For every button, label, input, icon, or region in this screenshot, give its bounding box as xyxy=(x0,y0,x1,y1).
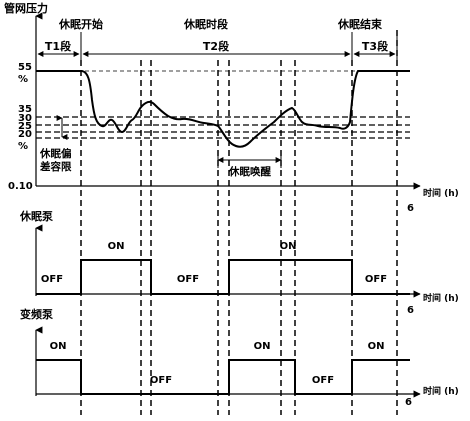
pressure-curve xyxy=(36,70,410,148)
y-tick-20-pct: % xyxy=(18,141,28,152)
vfd-pump-state-5: ON xyxy=(368,341,385,352)
pressure-time-label: 时间 (h) xyxy=(423,187,459,199)
sleep-pump-state-5: OFF xyxy=(365,274,387,285)
phase-end-label: 休眠结束 xyxy=(337,17,383,31)
pressure-time-end: 6 xyxy=(407,203,414,214)
sleep-pump-time-label: 时间 (h) xyxy=(423,292,459,304)
sleep-pump-chart: 休眠泵 OFF ON OFF ON OFF 时间 (h) 6 xyxy=(19,209,459,316)
y-tick-010: 0.10 xyxy=(8,181,33,192)
y-tick-30: 30 xyxy=(18,113,32,124)
sleep-pump-state-1: OFF xyxy=(41,274,63,285)
y-tick-55: 55 xyxy=(18,62,32,73)
vfd-pump-time-label: 时间 (h) xyxy=(423,385,459,397)
vfd-pump-chart: 变频泵 ON OFF ON OFF ON 时间 (h) 6 xyxy=(20,307,459,408)
vfd-pump-signal xyxy=(36,359,410,395)
y-tick-25: 25 xyxy=(18,121,32,132)
deviation-label-line1: 休眠偏 xyxy=(39,147,72,160)
phase-start-label: 休眠开始 xyxy=(58,17,103,31)
segment-t1-label: T1段 xyxy=(45,39,71,53)
sleep-pump-state-3: OFF xyxy=(177,274,199,285)
wake-label: 休眠唤醒 xyxy=(228,165,271,178)
y-tick-35: 35 xyxy=(18,104,32,115)
pressure-chart: 管网压力 休眠开始 休眠时段 休眠结束 T1段 T2段 T3段 55 % 35 … xyxy=(4,1,459,214)
sleep-pump-signal xyxy=(36,259,410,295)
segment-t2-label: T2段 xyxy=(203,39,229,53)
deviation-label-line2: 差容限 xyxy=(40,160,72,173)
timing-guides xyxy=(80,30,398,415)
vfd-pump-state-3: ON xyxy=(254,341,271,352)
phase-middle-label: 休眠时段 xyxy=(183,17,228,31)
segment-t3-label: T3段 xyxy=(362,39,388,53)
vfd-pump-time-end: 6 xyxy=(405,397,412,408)
y-tick-20: 20 xyxy=(18,129,32,140)
vfd-pump-state-2: OFF xyxy=(150,375,172,386)
vfd-pump-state-1: ON xyxy=(50,341,67,352)
sleep-pump-state-4: ON xyxy=(280,241,297,252)
sleep-pump-state-2: ON xyxy=(108,241,125,252)
pressure-y-label: 管网压力 xyxy=(4,1,48,15)
y-tick-55-pct: % xyxy=(18,74,28,85)
sleep-pump-time-end: 6 xyxy=(407,305,414,316)
vfd-pump-label: 变频泵 xyxy=(20,307,53,321)
vfd-pump-state-4: OFF xyxy=(312,375,334,386)
sleep-pump-label: 休眠泵 xyxy=(19,209,53,223)
